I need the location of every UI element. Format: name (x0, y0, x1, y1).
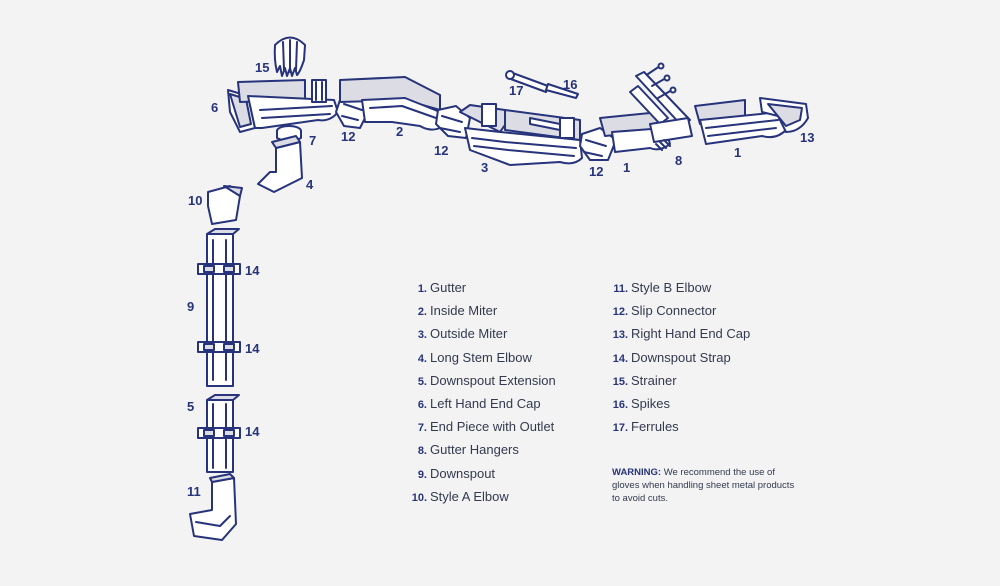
callout-11: 11 (187, 484, 201, 499)
legend-number: 2. (417, 306, 427, 319)
legend-item: 2.Inside Miter (407, 301, 556, 324)
warning-note: WARNING: We recommend the use of gloves … (612, 466, 797, 505)
callout-13: 13 (800, 130, 814, 145)
legend-item: 1.Gutter (407, 278, 556, 301)
callout-17: 17 (509, 83, 523, 98)
legend-item: 5.Downspout Extension (407, 371, 556, 394)
gutter-section-middle (481, 103, 581, 141)
downspout-strap-middle (197, 341, 241, 353)
downspout-part (206, 228, 240, 387)
long-stem-elbow-part (257, 135, 303, 193)
legend-item: 7.End Piece with Outlet (407, 417, 556, 440)
legend-label: Outside Miter (430, 326, 508, 342)
downspout-strap-bottom (197, 427, 241, 439)
gutter-section-1b (694, 99, 787, 145)
legend-label: Left Hand End Cap (430, 395, 541, 411)
callout-10: 10 (188, 193, 202, 208)
legend-item: 10.Style A Elbow (407, 487, 556, 510)
warning-text: We recommend the use of gloves when hand… (612, 467, 795, 504)
legend-label: Right Hand End Cap (631, 326, 751, 342)
legend-label: Inside Miter (430, 303, 498, 319)
legend-label: Style B Elbow (631, 280, 712, 295)
callout-12-c: 12 (589, 164, 603, 179)
strainer-part (273, 36, 306, 77)
callout-6: 6 (211, 100, 218, 115)
warning-label: WARNING: (612, 467, 662, 478)
legend-label: Slip Connector (631, 303, 717, 319)
legend-label: Gutter (430, 280, 467, 295)
legend-number: 8. (417, 445, 427, 458)
legend-number: 5. (417, 375, 427, 388)
callout-16: 16 (563, 77, 577, 92)
gutter-hangers-part (629, 71, 693, 151)
callout-9: 9 (187, 299, 194, 314)
callout-8: 8 (675, 153, 682, 168)
callout-12-a: 12 (341, 129, 355, 144)
legend-item: 3.Outside Miter (407, 324, 556, 347)
legend-number: 14. (612, 352, 628, 365)
legend-label: Long Stem Elbow (430, 349, 532, 365)
legend-number: 3. (417, 329, 427, 342)
callout-1-a: 1 (623, 160, 630, 175)
legend-label: Gutter Hangers (430, 442, 519, 458)
legend-item: 17.Ferrules (608, 417, 750, 440)
callout-5: 5 (187, 399, 194, 414)
legend-label: Strainer (631, 372, 677, 388)
legend-item: 15.Strainer (608, 371, 750, 394)
legend-label: Downspout Extension (430, 372, 556, 388)
callout-14-c: 14 (245, 424, 260, 439)
legend-column-left: 1.Gutter 2.Inside Miter 3.Outside Miter … (407, 278, 556, 510)
callout-2: 2 (396, 124, 403, 139)
legend-number: 7. (417, 422, 427, 435)
legend-item: 12.Slip Connector (608, 301, 750, 324)
legend-item: 16.Spikes (608, 394, 750, 417)
callout-1-b: 1 (734, 145, 741, 160)
legend-item: 9.Downspout (407, 464, 556, 487)
callout-3: 3 (481, 160, 488, 175)
legend-label: Style A Elbow (430, 488, 509, 504)
inside-miter-part (339, 76, 441, 131)
callout-15: 15 (255, 60, 269, 75)
style-a-elbow-part (207, 185, 243, 225)
legend-label: Downspout (430, 465, 496, 481)
callout-4: 4 (306, 177, 314, 192)
legend-number: 16. (612, 398, 628, 411)
spikes-near-hangers (647, 62, 677, 99)
legend-item: 8.Gutter Hangers (407, 440, 556, 463)
legend-number: 9. (417, 468, 427, 481)
legend-number: 1. (417, 283, 427, 295)
legend-item: 6.Left Hand End Cap (407, 394, 556, 417)
legend-column-right: 11.Style B Elbow 12.Slip Connector 13.Ri… (608, 278, 751, 440)
slip-connector-b (435, 105, 471, 139)
callout-12-b: 12 (434, 143, 448, 158)
legend-label: Downspout Strap (631, 349, 731, 365)
gutter-section-left (237, 79, 339, 129)
legend-number: 15. (612, 375, 628, 388)
legend-number: 13. (612, 329, 628, 342)
legend-number: 10. (411, 491, 427, 504)
legend-item: 14.Downspout Strap (608, 348, 750, 371)
callout-14-a: 14 (245, 263, 260, 278)
legend-number: 4. (417, 352, 427, 365)
right-end-cap-part (759, 97, 809, 133)
gutter-hanger-left (311, 79, 327, 103)
legend-number: 6. (417, 398, 427, 411)
legend-label: Ferrules (631, 419, 679, 435)
downspout-strap-top (197, 263, 241, 275)
callout-14-b: 14 (245, 341, 260, 356)
legend-number: 17. (612, 422, 628, 435)
legend-number: 11. (613, 283, 628, 295)
spike-ferrule-part (505, 70, 579, 99)
callout-7: 7 (309, 133, 316, 148)
legend-number: 12. (612, 306, 628, 319)
legend-label: Spikes (631, 395, 671, 411)
legend-item: 11.Style B Elbow (608, 278, 750, 301)
style-b-elbow-part (189, 473, 237, 541)
legend-item: 4.Long Stem Elbow (407, 348, 556, 371)
legend-item: 13.Right Hand End Cap (608, 324, 751, 347)
legend-label: End Piece with Outlet (430, 419, 555, 435)
